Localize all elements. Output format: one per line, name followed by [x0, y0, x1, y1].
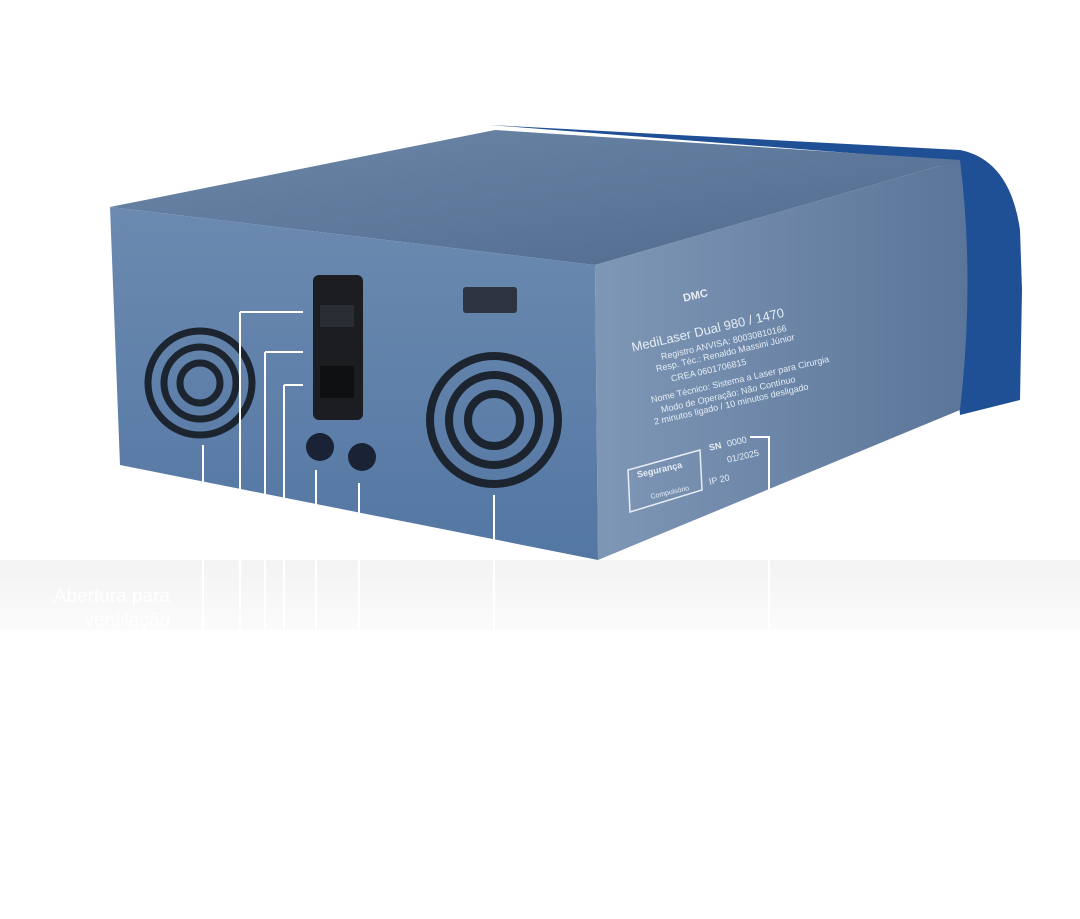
serial-port — [463, 287, 517, 313]
power-switch — [320, 305, 354, 327]
callout-ventilation: Abertura para ventilação — [53, 586, 170, 631]
safety-label — [627, 449, 703, 513]
left-fan-grille — [144, 327, 256, 439]
right-fan-grille — [426, 352, 562, 488]
floor-shadow — [0, 560, 1080, 630]
connector-1 — [306, 433, 334, 461]
front-bezel — [490, 125, 1022, 415]
top-panel — [110, 130, 960, 265]
connector-2 — [348, 443, 376, 471]
iec-socket — [320, 366, 354, 398]
side-panel — [595, 160, 968, 560]
callout-lines — [202, 311, 770, 630]
power-inlet — [313, 275, 363, 420]
